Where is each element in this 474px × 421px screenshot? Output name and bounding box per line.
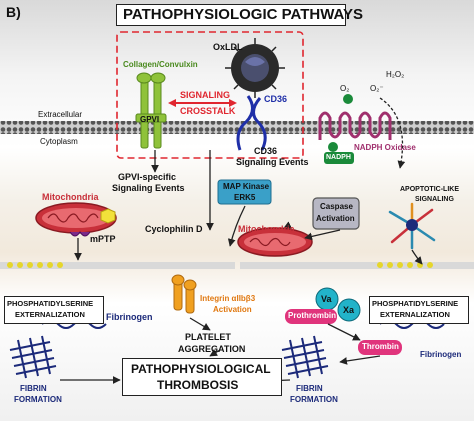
integrin-label-2: Activation (213, 305, 252, 314)
plasma-membrane (0, 121, 474, 134)
cd36-receptor-label: CD36 (264, 94, 288, 104)
nadph-oxidase (318, 111, 392, 140)
prothrombin-box (285, 309, 337, 324)
gpvi-events-label-1: GPVI-specific (118, 172, 177, 182)
extracellular-label: Extracellular (38, 110, 83, 119)
cyclophilin-label: Cyclophilin D (145, 224, 203, 234)
page-title: PATHOPHYSIOLOGIC PATHWAYS (123, 6, 364, 23)
ps-externalization-right: PHOSPHATIDYLSERINE EXTERNALIZATION (369, 296, 469, 324)
va-label: Va (321, 294, 332, 304)
fibrinogen-right-label: Fibrinogen (420, 350, 462, 359)
cytoplasm-label: Cytoplasm (40, 137, 78, 146)
fibrinogen-left-label: Fibrinogen (106, 312, 153, 322)
mitochondria-left-icon (35, 202, 117, 237)
fibrin-mesh-right-icon (281, 335, 329, 379)
oxldl-label: OxLDL (213, 42, 243, 52)
thrombosis-label-1: PATHOPHYSIOLOGICAL (131, 362, 271, 376)
ps-right-line-1: PHOSPHATIDYLSERINE (372, 299, 459, 308)
mptp-label: mPTP (90, 234, 116, 244)
thrombin-box (358, 340, 402, 355)
h2o2-label: H₂O₂ (386, 70, 405, 79)
thrombosis-box: PATHOPHYSIOLOGICAL THROMBOSIS (122, 358, 282, 396)
cd36-receptor (236, 95, 267, 151)
fibrin-right-label-1: FIBRIN (296, 384, 323, 393)
thrombin-label: Thrombin (362, 342, 399, 351)
gpvi-receptor (135, 72, 167, 149)
panel-label: B) (6, 4, 21, 20)
apoptotic-signaling-icon (388, 202, 436, 250)
xa-factor-icon (337, 298, 361, 322)
xa-label: Xa (343, 305, 355, 315)
nadph-oxidase-label: NADPH Oxidase (354, 143, 416, 152)
map-kinase-label-2: ERK5 (234, 193, 256, 202)
o2-molecule-icon (343, 94, 353, 104)
fibrin-right-label-2: FORMATION (290, 395, 338, 404)
ps-right-line-2: EXTERNALIZATION (380, 310, 450, 319)
map-kinase-label-1: MAP Kinase (223, 182, 270, 191)
crosstalk-label-1: SIGNALING (180, 90, 231, 100)
caspase-label-2: Activation (316, 214, 355, 223)
caspase-label-1: Caspase (320, 202, 353, 211)
ps-externalization-left: PHOSPHATIDYLSERINE EXTERNALIZATION (4, 296, 104, 324)
gpvi-label: GPVI (140, 115, 160, 124)
fibrin-mesh-left-icon (9, 335, 57, 379)
fibrin-left-label-2: FORMATION (14, 395, 62, 404)
collagen-label: Collagen/Convulxin (123, 60, 198, 69)
mitochondria-right-label: Mitochondria (238, 224, 295, 234)
title-box: PATHOPHYSIOLOGIC PATHWAYS (116, 4, 363, 26)
apoptotic-label-1: APOPTOTIC-LIKE (400, 186, 459, 193)
integrin-icon (171, 274, 197, 314)
ps-left-line-1: PHOSPHATIDYLSERINE (7, 299, 94, 308)
crosstalk-label-2: CROSSTALK (180, 106, 236, 116)
mitochondria-right-icon (237, 227, 313, 257)
nadph-label: NADPH (326, 154, 351, 161)
ps-left-line-2: EXTERNALIZATION (15, 310, 85, 319)
ps-membrane-left (0, 262, 235, 269)
oxldl-particle-icon (225, 38, 285, 98)
o2-label: O₂ (340, 84, 350, 93)
map-kinase-box (217, 179, 272, 205)
thrombosis-label-2: THROMBOSIS (157, 378, 239, 392)
integrin-label-1: Integrin αIIbβ3 (200, 294, 256, 303)
ps-membrane-right (240, 262, 474, 269)
fibrin-left-label-1: FIBRIN (20, 384, 47, 393)
gpvi-events-label-2: Signaling Events (112, 183, 185, 193)
cd36-events-label-2: Signaling Events (236, 157, 309, 167)
caspase-box (312, 197, 360, 230)
platelet-aggregation-2: AGGREGATION (178, 344, 246, 354)
mitochondria-left-label: Mitochondria (42, 192, 99, 202)
platelet-aggregation-1: PLATELET (185, 332, 231, 342)
o2-minus-label: O₂⁻ (370, 84, 384, 93)
prothrombin-label: Prothrombin (288, 311, 336, 320)
apoptotic-label-2: SIGNALING (415, 196, 454, 203)
cd36-events-label-1: CD36 (254, 146, 278, 156)
